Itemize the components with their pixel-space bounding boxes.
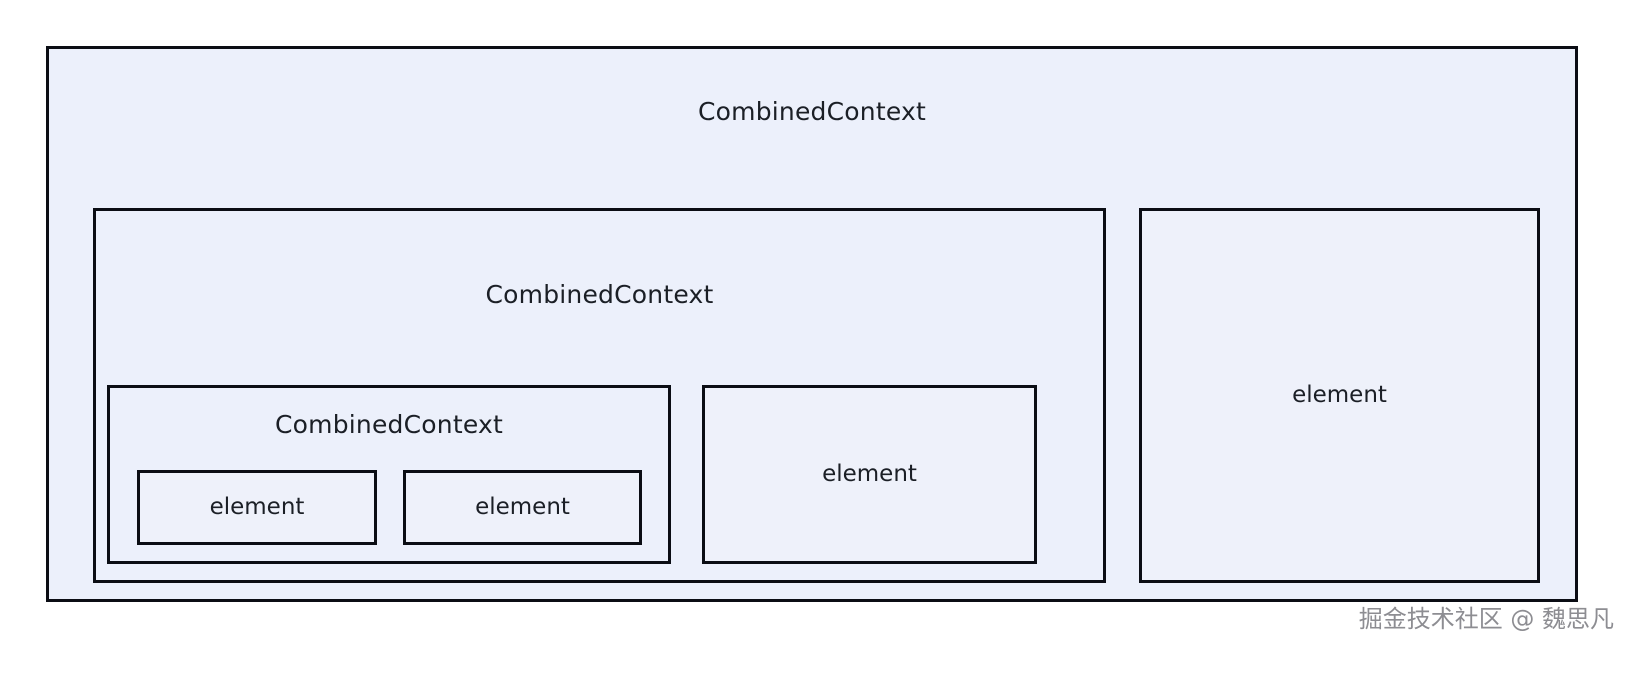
element-label-middle: element	[822, 460, 917, 487]
combined-context-outer-title: CombinedContext	[698, 97, 926, 126]
combined-context-level3-box: CombinedContext element element	[107, 385, 671, 564]
element-box-right: element	[1139, 208, 1540, 583]
element-box-2: element	[403, 470, 642, 545]
watermark-text: 掘金技术社区 @ 魏思凡	[1358, 605, 1614, 633]
combined-context-level3-title: CombinedContext	[275, 410, 503, 439]
combined-context-level2-box: CombinedContext CombinedContext element …	[93, 208, 1106, 583]
combined-context-level2-title: CombinedContext	[485, 280, 714, 309]
element-label-1: element	[209, 493, 305, 520]
element-label-2: element	[475, 493, 570, 520]
element-box-middle: element	[702, 385, 1037, 564]
element-box-1: element	[137, 470, 377, 545]
element-label-right: element	[1292, 381, 1387, 408]
combined-context-outer-box: CombinedContext CombinedContext Combined…	[46, 46, 1578, 602]
